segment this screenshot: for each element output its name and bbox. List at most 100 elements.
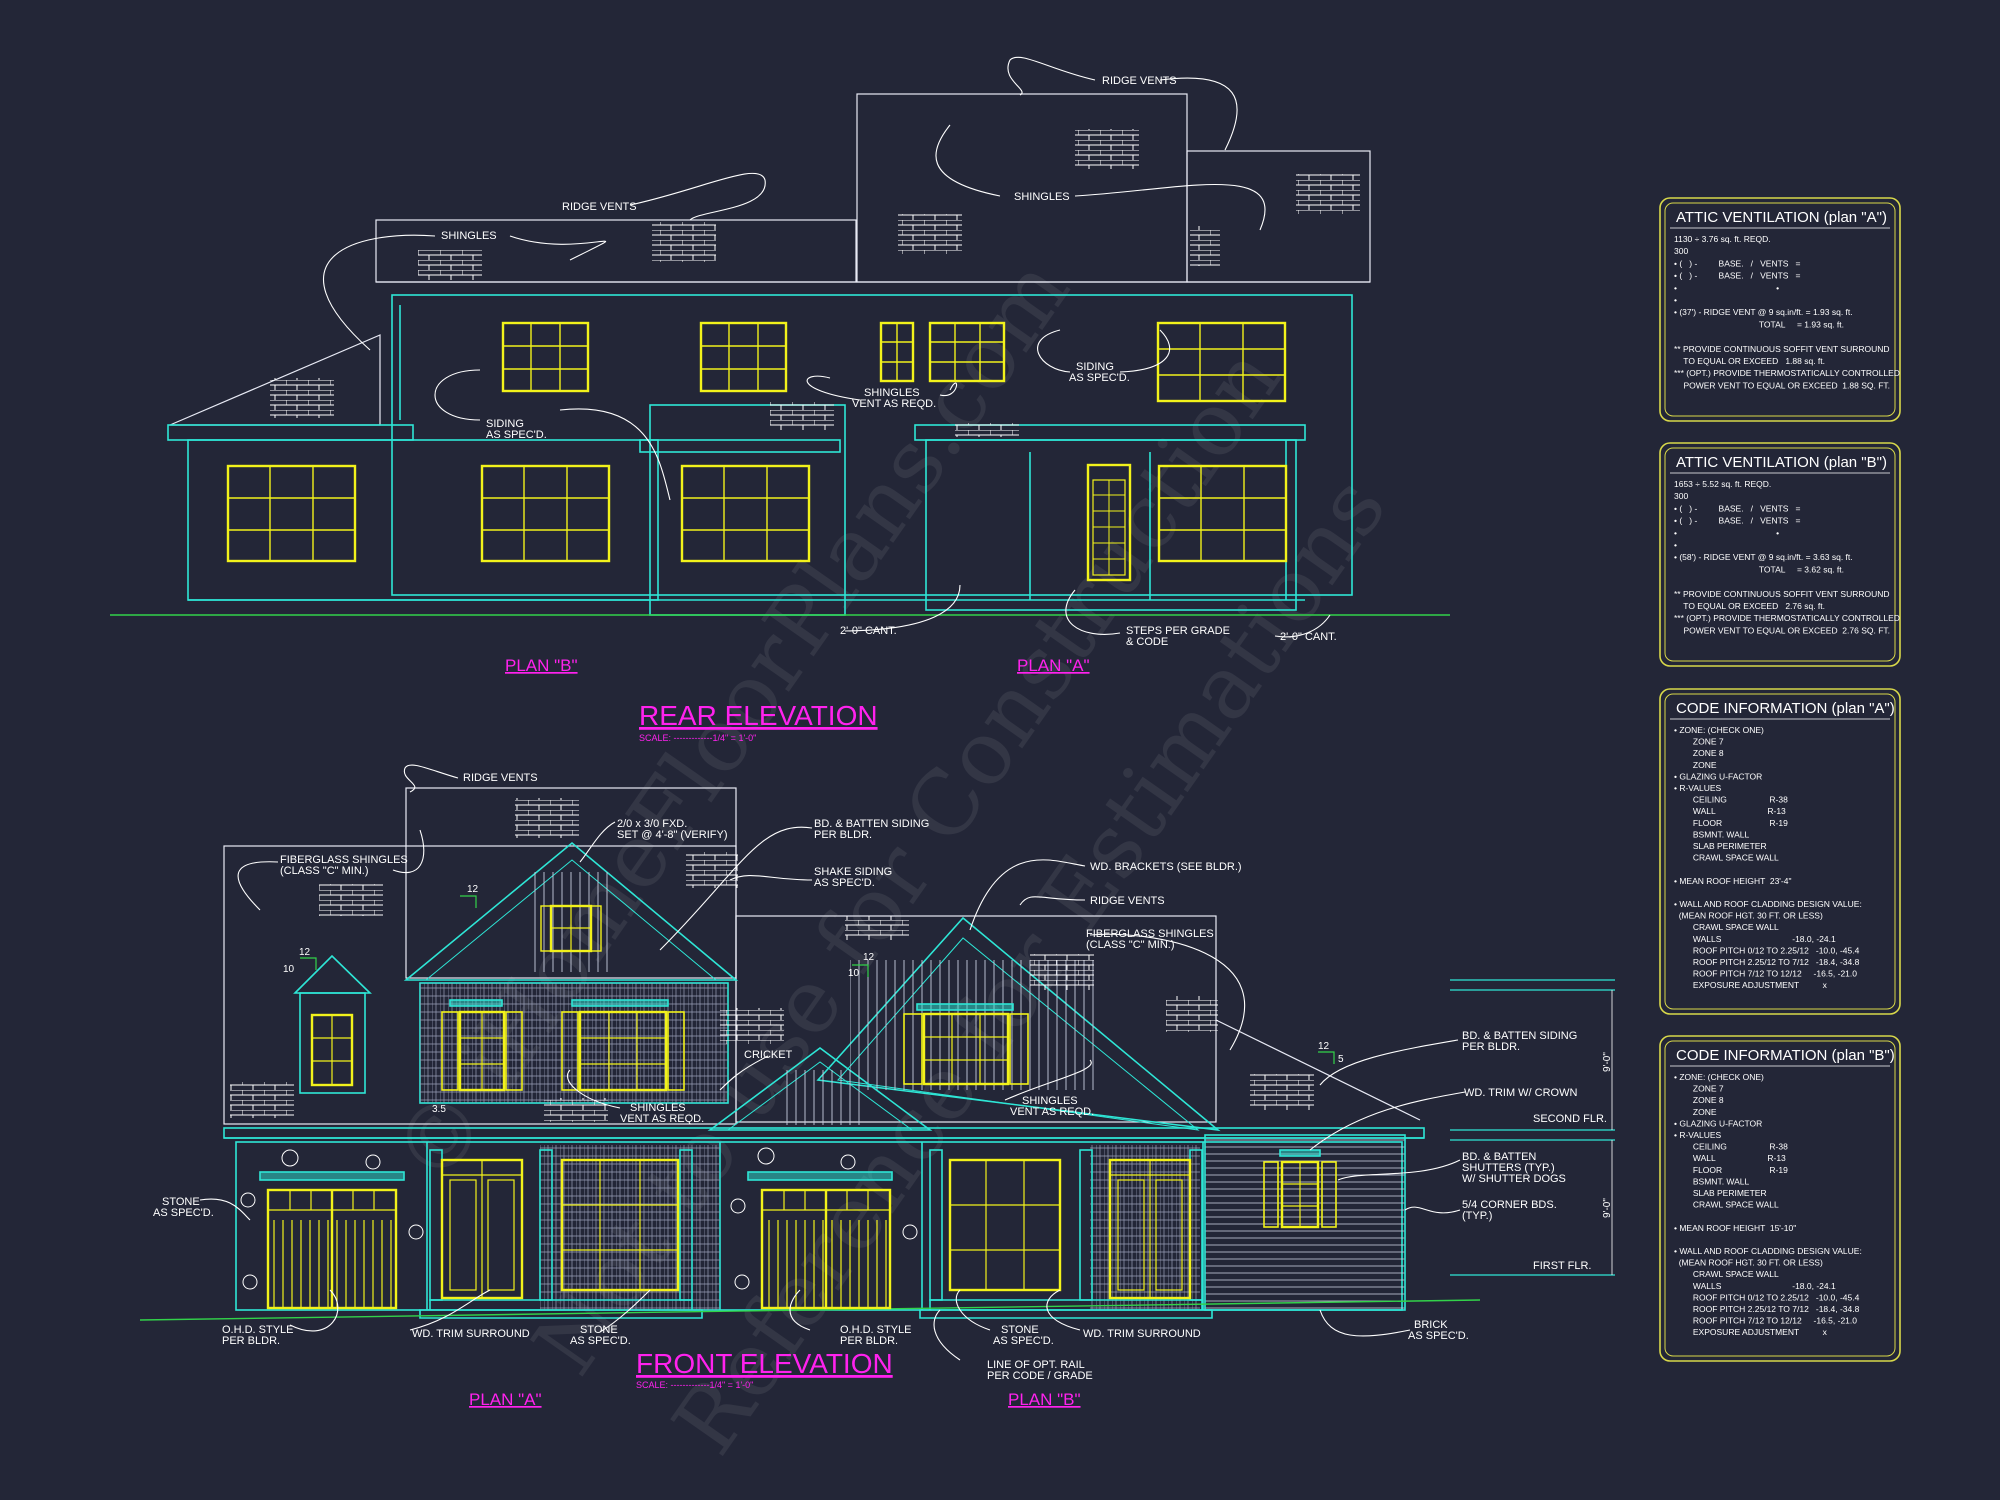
rear-cant-label-right: 2'-0" CANT. (1280, 631, 1337, 643)
code-a-line-8: WALL R-13 (1674, 806, 1786, 816)
front-rail-label-2: PER CODE / GRADE (987, 1370, 1093, 1382)
front-elevation (139, 787, 1615, 1321)
attic-ventilation-plan-a-title: ATTIC VENTILATION (plan "A") (1676, 209, 1887, 226)
code-b-line-18: CRAWL SPACE WALL (1674, 1269, 1779, 1279)
attic-b-line-7: • (58') - RIDGE VENT @ 9 sq.in/ft. = 3.6… (1674, 552, 1853, 562)
front-stone-label-mid-2: AS SPEC'D. (570, 1335, 631, 1347)
front-shutters-label-2: SHUTTERS (TYP.) (1462, 1162, 1555, 1174)
front-ridge-vents-label-2: RIDGE VENTS (1090, 895, 1165, 907)
front-cricket-label: CRICKET (744, 1049, 793, 1061)
front-pitch-5: 5 (1338, 1054, 1344, 1065)
rear-siding-label-left-2: AS SPEC'D. (486, 429, 547, 441)
front-shingles-vent-label-right-2: VENT AS REQD. (1010, 1106, 1094, 1118)
rear-shingles-label-left: SHINGLES (441, 230, 497, 242)
code-b-line-10: BSMNT. WALL (1674, 1176, 1750, 1186)
code-b-line-22: ROOF PITCH 7/12 TO 12/12 -16.5, -21.0 (1674, 1316, 1857, 1326)
front-fiberglass-label-left-2: (CLASS "C" MIN.) (280, 865, 368, 877)
attic-b-line-4: • ( ) - BASE. / VENTS = (1674, 516, 1801, 526)
front-stone-label-left-2: AS SPEC'D. (153, 1207, 214, 1219)
front-pitch-35: 3.5 (432, 1104, 446, 1115)
rear-shingles-label-right: SHINGLES (1014, 191, 1070, 203)
code-a-line-23: EXPOSURE ADJUSTMENT x (1674, 980, 1828, 990)
attic-a-line-4: • ( ) - BASE. / VENTS = (1674, 271, 1801, 281)
front-fxd-label: 2/0 x 3/0 FXD. (617, 818, 687, 830)
front-rail-label: LINE OF OPT. RAIL (987, 1359, 1085, 1371)
code-a-line-5: • GLAZING U-FACTOR (1674, 771, 1762, 781)
front-shake-label: SHAKE SIDING (814, 866, 892, 878)
front-shingles-vent-label-left-2: VENT AS REQD. (620, 1113, 704, 1125)
code-b-line-12: CRAWL SPACE WALL (1674, 1200, 1779, 1210)
code-information-plan-b-title: CODE INFORMATION (plan "B") (1676, 1047, 1895, 1064)
front-first-floor-label: FIRST FLR. (1533, 1260, 1591, 1272)
attic-a-line-1: 1130 ÷ 3.76 sq. ft. REQD. (1674, 234, 1771, 244)
code-a-line-4: ZONE (1674, 760, 1717, 770)
front-wd-trim-label-right: WD. TRIM SURROUND (1083, 1328, 1201, 1340)
code-a-line-10: BSMNT. WALL (1674, 829, 1750, 839)
front-fxd-label-2: SET @ 4'-8" (VERIFY) (617, 829, 728, 841)
front-brick-symbols (230, 798, 1314, 1122)
attic-ventilation-plan-b-panel: ATTIC VENTILATION (plan "B") 1653 ÷ 5.52… (1659, 442, 1901, 667)
front-dim-lower: 9'-0" (1602, 1198, 1613, 1218)
front-bd-batten-right-label-2: PER BLDR. (1462, 1041, 1520, 1053)
rear-siding-label-right: SIDING (1076, 361, 1114, 373)
front-stone-label-right-2: AS SPEC'D. (993, 1335, 1054, 1347)
front-brick-label-2: AS SPEC'D. (1408, 1330, 1469, 1342)
front-stone-label-left: STONE (162, 1196, 200, 1208)
code-b-line-5: • GLAZING U-FACTOR (1674, 1118, 1762, 1128)
front-stone-symbols (240, 1147, 918, 1290)
code-b-line-8: WALL R-13 (1674, 1153, 1786, 1163)
front-stone-label-mid: STONE (580, 1324, 618, 1336)
rear-labels: RIDGE VENTS RIDGE VENTS SHINGLES SHINGLE… (441, 75, 1337, 743)
rear-windows (226, 321, 1288, 582)
front-plan-b-label: PLAN "B" (1008, 1390, 1081, 1409)
code-b-line-2: ZONE 7 (1674, 1084, 1724, 1094)
front-elevation-title: FRONT ELEVATION (636, 1348, 893, 1379)
code-b-line-14: • MEAN ROOF HEIGHT 15'-10" (1674, 1223, 1796, 1233)
code-information-plan-a-title: CODE INFORMATION (plan "A") (1676, 700, 1895, 717)
code-information-plan-b-panel: CODE INFORMATION (plan "B") • ZONE: (CHE… (1659, 1035, 1901, 1362)
code-b-line-7: CEILING R-38 (1674, 1142, 1788, 1152)
code-a-line-21: ROOF PITCH 2.25/12 TO 7/12 -18.4, -34.8 (1674, 957, 1860, 967)
attic-b-line-12: *** (OPT.) PROVIDE THERMOSTATICALLY CONT… (1674, 613, 1900, 623)
attic-a-line-13: POWER VENT TO EQUAL OR EXCEED 1.88 SQ. F… (1674, 380, 1890, 390)
rear-shingles-vent-label: SHINGLES (864, 387, 920, 399)
front-stone-label-right: STONE (1001, 1324, 1039, 1336)
front-wd-trim-crown-label: WD. TRIM W/ CROWN (1464, 1087, 1577, 1099)
code-b-line-1: • ZONE: (CHECK ONE) (1674, 1072, 1764, 1082)
front-shutters-label: BD. & BATTEN (1462, 1151, 1536, 1163)
code-a-line-12: CRAWL SPACE WALL (1674, 853, 1779, 863)
code-b-line-11: SLAB PERIMETER (1674, 1188, 1767, 1198)
code-a-line-6: • R-VALUES (1674, 783, 1722, 793)
attic-a-line-6: • (1674, 295, 1677, 305)
front-ohd-label-right: O.H.D. STYLE (840, 1324, 912, 1336)
code-b-line-23: EXPOSURE ADJUSTMENT x (1674, 1327, 1828, 1337)
front-labels: RIDGE VENTS FIBERGLASS SHINGLES (CLASS "… (153, 772, 1613, 1409)
rear-ridge-vents-label-2: RIDGE VENTS (562, 201, 637, 213)
front-fiberglass-label-right: FIBERGLASS SHINGLES (1086, 928, 1214, 940)
code-a-line-19: WALLS -18.0, -24.1 (1674, 934, 1836, 944)
attic-ventilation-plan-a-panel: ATTIC VENTILATION (plan "A") 1130 ÷ 3.76… (1659, 197, 1901, 422)
code-b-line-16: • WALL AND ROOF CLADDING DESIGN VALUE: (1674, 1246, 1862, 1256)
attic-b-line-11: TO EQUAL OR EXCEED 2.76 sq. ft. (1674, 601, 1825, 611)
code-information-plan-a-panel: CODE INFORMATION (plan "A") • ZONE: (CHE… (1659, 688, 1901, 1015)
front-windows (266, 904, 1337, 1310)
attic-a-line-5: • • (1674, 283, 1779, 293)
front-ohd-label-left: O.H.D. STYLE (222, 1324, 294, 1336)
front-fiberglass-label-right-2: (CLASS "C" MIN.) (1086, 939, 1174, 951)
front-leader-lines (199, 764, 1466, 1361)
rear-leader-lines (322, 56, 1331, 638)
front-corner-label-2: (TYP.) (1462, 1210, 1492, 1222)
front-pitch-12c: 12 (863, 952, 875, 963)
front-pitch-12d: 12 (1318, 1041, 1330, 1052)
front-brackets-label: WD. BRACKETS (SEE BLDR.) (1090, 861, 1242, 873)
code-b-line-9: FLOOR R-19 (1674, 1165, 1788, 1175)
front-dim-upper: 9'-0" (1602, 1052, 1613, 1072)
code-b-line-3: ZONE 8 (1674, 1095, 1724, 1105)
code-b-line-4: ZONE (1674, 1107, 1717, 1117)
rear-plan-a-label: PLAN "A" (1017, 656, 1090, 675)
attic-a-line-2: 300 (1674, 246, 1688, 256)
front-ohd-label-right-2: PER BLDR. (840, 1335, 898, 1347)
rear-ridge-vents-label: RIDGE VENTS (1102, 75, 1177, 87)
front-brick-label: BRICK (1414, 1319, 1448, 1331)
